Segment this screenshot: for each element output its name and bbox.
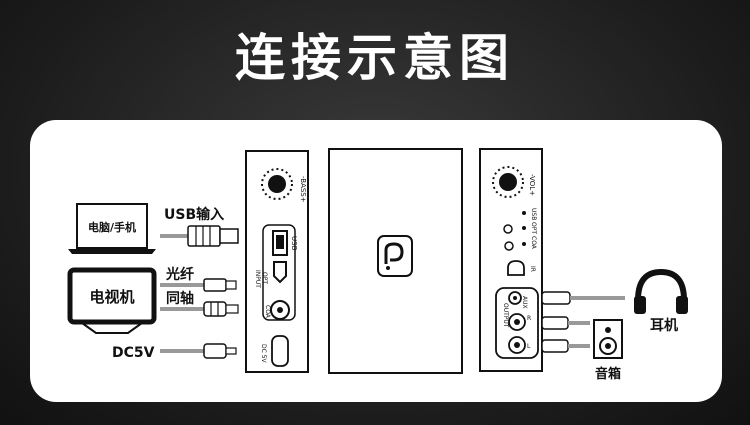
rca-cable-l <box>541 339 590 353</box>
coaxial-cable <box>160 301 239 317</box>
aux-label: AUX <box>521 296 528 309</box>
speaker-icon <box>593 319 623 359</box>
headphone-icon <box>634 268 688 314</box>
usb-indicator-label: USB <box>530 208 537 220</box>
coa-indicator-label: COA <box>530 236 537 250</box>
vol-label: -VOL+ <box>528 174 536 196</box>
optical-cable <box>160 278 237 292</box>
device-front-panel <box>479 148 543 372</box>
opt-indicator-label: OPT <box>530 222 537 234</box>
pc-phone-label: 电脑/手机 <box>88 220 136 234</box>
r-label: R <box>527 315 531 322</box>
device-top-view <box>328 148 463 374</box>
page-title: 连接示意图 <box>235 29 515 87</box>
input-label: INPUT <box>254 270 261 288</box>
coaxial-label: 同轴 <box>166 290 194 307</box>
dc-port-label: DC 5V <box>260 344 267 364</box>
usb-input-label: USB输入 <box>164 206 224 223</box>
opt-port-label: OPT <box>261 272 268 284</box>
l-label: L <box>527 343 531 350</box>
aux-cable <box>541 291 625 305</box>
output-label: OUTPUT <box>502 303 509 328</box>
usb-cable <box>160 225 239 247</box>
tv-label: 电视机 <box>89 288 134 306</box>
ir-label: IR <box>529 266 536 272</box>
headphone-label: 耳机 <box>650 317 678 334</box>
speaker-label: 音箱 <box>595 366 621 382</box>
tv-icon <box>67 267 157 334</box>
rca-cable-r <box>541 316 590 330</box>
laptop-icon <box>68 203 156 254</box>
dc-label: DC5V <box>112 345 155 361</box>
optical-label: 光纤 <box>165 266 194 283</box>
coa-port-label: COA <box>264 305 271 319</box>
usb-port-label: USB <box>290 236 298 251</box>
bass-label: -BASS+ <box>299 176 307 203</box>
dc-cable <box>160 343 237 359</box>
device-back-panel <box>245 150 309 373</box>
